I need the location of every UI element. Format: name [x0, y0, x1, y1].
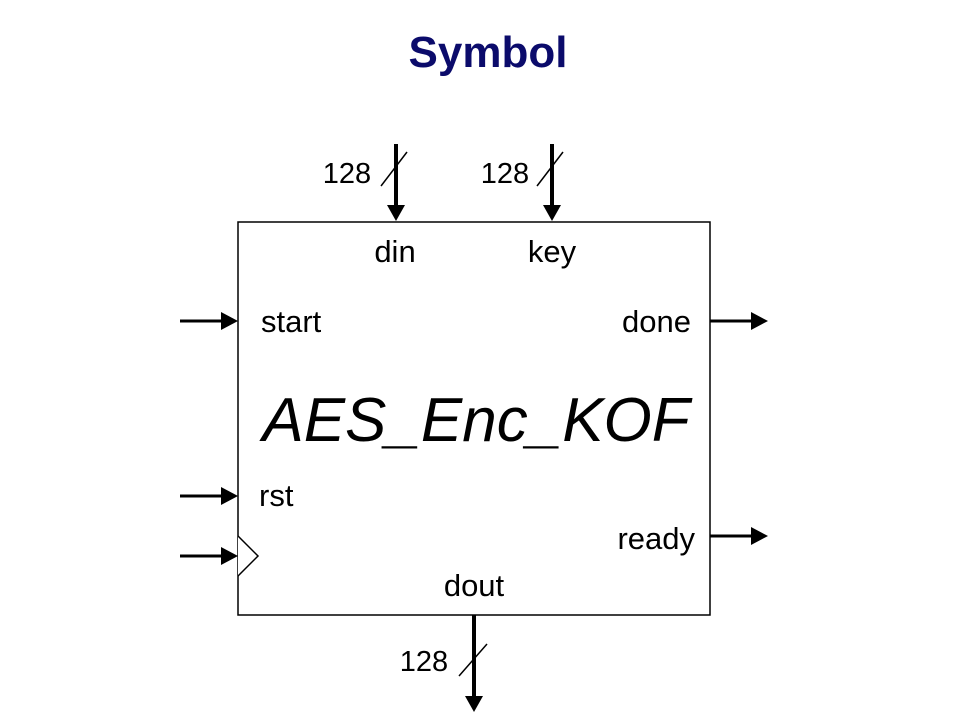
- ready-port-label: ready: [617, 521, 695, 556]
- clock-input-wire: [180, 547, 238, 565]
- din-port-label: din: [374, 234, 415, 269]
- start-input-wire: [180, 312, 238, 330]
- start-port-label: start: [261, 304, 322, 339]
- rst-port-label: rst: [259, 478, 294, 513]
- rst-input-wire: [180, 487, 238, 505]
- ready-output-wire: [710, 527, 768, 545]
- key-width-label: 128: [481, 158, 529, 190]
- din-width-label: 128: [323, 158, 371, 190]
- dout-width-label: 128: [400, 646, 448, 678]
- done-output-wire: [710, 312, 768, 330]
- key-input-bus: [536, 144, 564, 221]
- page-title: Symbol: [409, 28, 568, 77]
- din-input-bus: [380, 144, 408, 221]
- done-port-label: done: [622, 304, 691, 339]
- key-port-label: key: [528, 234, 577, 269]
- dout-output-bus: [458, 615, 488, 712]
- dout-port-label: dout: [444, 568, 505, 603]
- clock-input-marker: [237, 535, 260, 577]
- module-block: [237, 221, 711, 616]
- module-name: AES_Enc_KOF: [258, 386, 692, 455]
